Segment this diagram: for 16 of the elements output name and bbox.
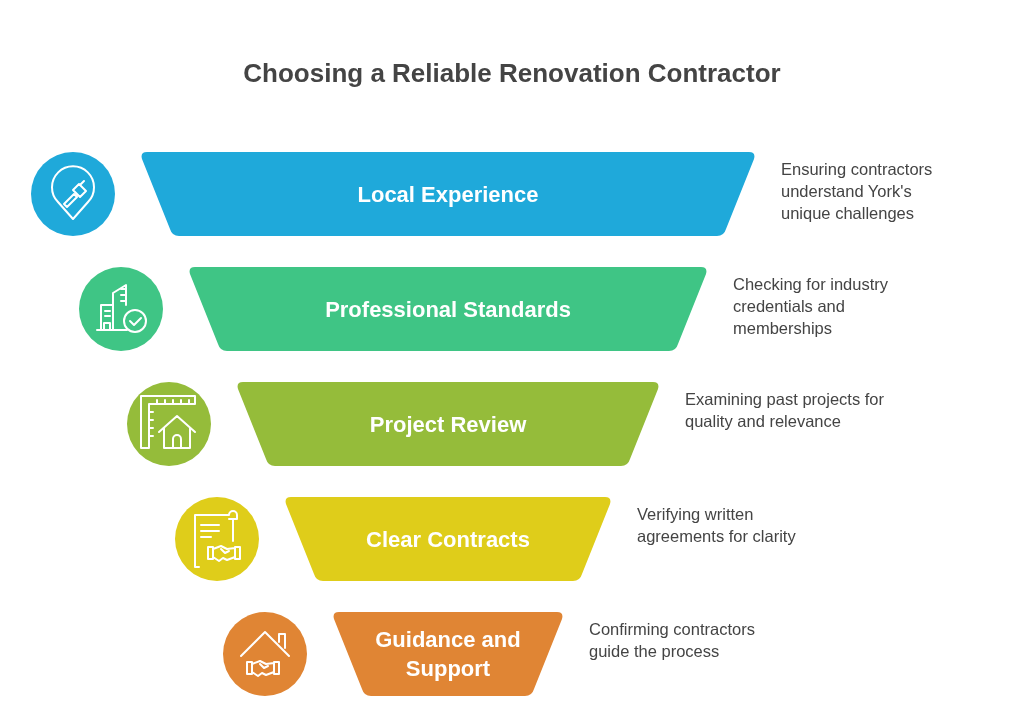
stage-label: Guidance and Support bbox=[374, 626, 522, 683]
funnel-stage bbox=[140, 152, 756, 236]
stage-description: Examining past projects for quality and relevance bbox=[685, 389, 885, 432]
stage-label: Project Review bbox=[368, 410, 528, 439]
funnel-stage bbox=[188, 267, 708, 351]
funnel-stage bbox=[332, 612, 564, 696]
stage-description: Confirming contractors guide the process bbox=[589, 619, 756, 662]
funnel-stage bbox=[284, 497, 612, 581]
stage-description: Ensuring contractors understand York's unique challenges bbox=[781, 159, 934, 224]
stage-description: Verifying written agreements for clarity bbox=[637, 504, 797, 547]
diagram-title: Choosing a Reliable Renovation Contractor bbox=[242, 58, 782, 89]
stage-label: Local Experience bbox=[356, 180, 540, 209]
stage-label: Clear Contracts bbox=[365, 525, 531, 554]
funnel-stage bbox=[236, 382, 660, 466]
stage-description: Checking for industry credentials and memberships bbox=[733, 274, 889, 339]
stage-label: Professional Standards bbox=[324, 295, 572, 324]
